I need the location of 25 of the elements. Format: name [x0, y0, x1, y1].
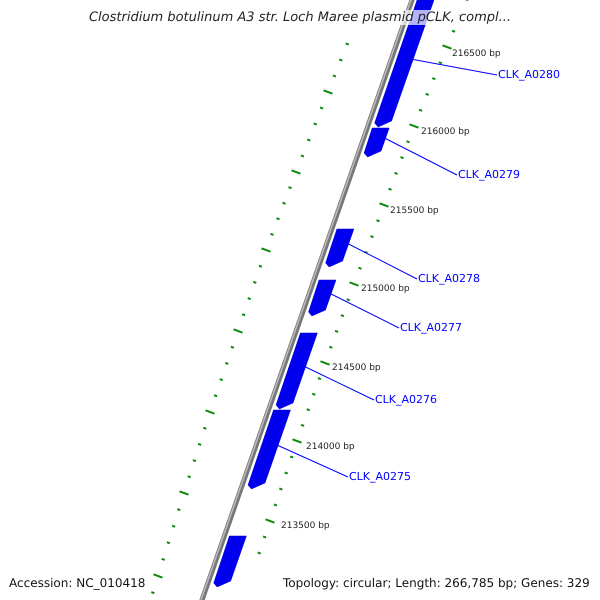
- gene-feature: [308, 280, 336, 316]
- gene-label: CLK_A0280: [498, 69, 560, 80]
- scale-label: 214000 bp: [306, 443, 355, 452]
- gene-feature: [364, 128, 390, 158]
- gene-feature: [213, 536, 247, 588]
- gene-feature: [325, 228, 354, 268]
- gene-label: CLK_A0278: [418, 273, 480, 284]
- scale-label: 216000 bp: [421, 128, 470, 137]
- gene-label: CLK_A0277: [400, 322, 462, 333]
- title: Clostridium botulinum A3 str. Loch Maree plasmid pCLK, compl...: [88, 10, 511, 25]
- gene-label: CLK_A0279: [458, 169, 520, 180]
- leader-line: [385, 138, 458, 176]
- gene-label: CLK_A0275: [349, 471, 412, 482]
- leader-line: [330, 294, 400, 328]
- scale-label: 215000 bp: [361, 285, 410, 294]
- leader-line: [348, 244, 418, 280]
- leader-line: [412, 59, 498, 76]
- gene-label: CLK_A0276: [375, 394, 438, 405]
- leader-line: [278, 445, 348, 478]
- scale-label: 213500 bp: [281, 522, 330, 531]
- gene-feature: [276, 332, 318, 410]
- gene-feature: [248, 410, 291, 490]
- leader-line: [305, 366, 374, 400]
- scale-label: 215500 bp: [390, 207, 439, 216]
- accession-text: Accession: NC_010418: [9, 577, 146, 589]
